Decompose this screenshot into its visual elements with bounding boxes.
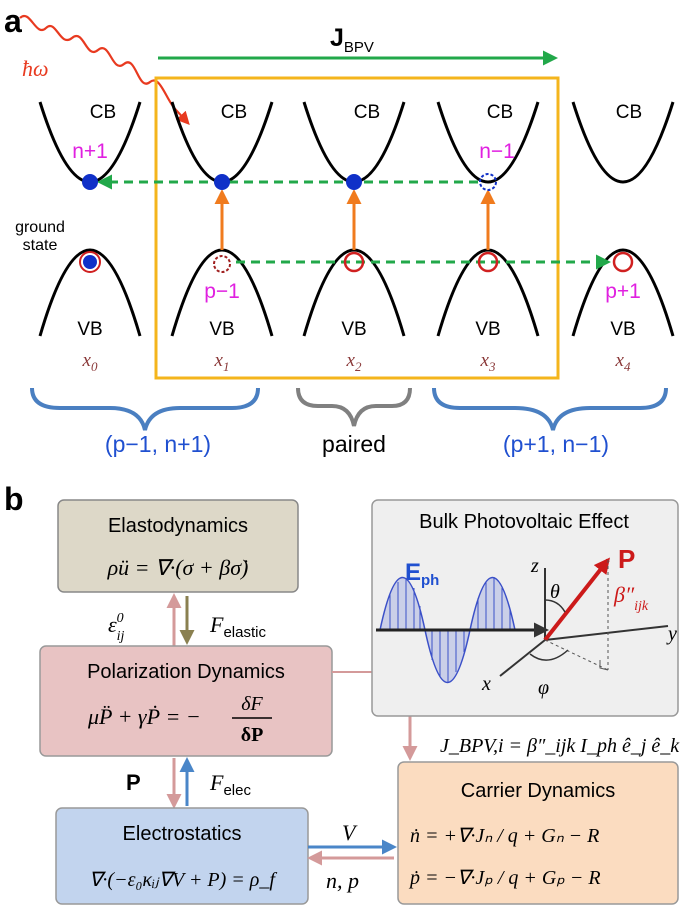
- polarization-title: Polarization Dynamics: [87, 661, 285, 683]
- y-axis-label: y: [666, 623, 677, 645]
- vb-label-3: VB: [475, 319, 500, 340]
- electron-2: [346, 174, 362, 190]
- electrostatics-title: Electrostatics: [123, 823, 242, 845]
- panel-a-label: a: [4, 3, 22, 39]
- x-axis-label: x: [481, 673, 491, 695]
- p-vector-label: P: [618, 544, 635, 574]
- electrostatics-equation: ∇·(−ε₀κᵢⱼ∇V + P) = ρ_f: [89, 869, 277, 891]
- theta-arc: [544, 599, 566, 613]
- eph-label: Eph: [405, 559, 439, 589]
- site-label-3: x3: [480, 350, 496, 374]
- cb-curve-3: [436, 101, 540, 184]
- supercell-box: [154, 76, 560, 380]
- brace-left: [30, 387, 260, 431]
- polarization-equation-den: δP: [241, 724, 264, 746]
- np-label: n, p: [326, 868, 359, 893]
- vb-label-4: VB: [610, 319, 635, 340]
- cb-curve-4: [571, 101, 675, 184]
- ground-state-electron: [83, 255, 97, 269]
- brace-right: [432, 387, 668, 431]
- jbpv-label: JBPV: [330, 24, 374, 56]
- vb-curve-0: [38, 248, 142, 337]
- hole-4: [612, 251, 634, 273]
- bpve-title: Bulk Photovoltaic Effect: [419, 511, 629, 533]
- polarization-equation-lhs: μP̈ + γṖ = −: [87, 704, 201, 729]
- p-label: P: [126, 770, 141, 795]
- hole-label-p-minus-1: p−1: [204, 280, 240, 303]
- site-label-0: x0: [82, 350, 98, 374]
- hole-2: [343, 251, 365, 273]
- photon-wave-icon: [19, 14, 190, 125]
- y-axis: [544, 625, 669, 641]
- electron-vacancy-3: [479, 173, 497, 191]
- theta-label: θ: [550, 581, 560, 603]
- elastodynamics-equation: ρü = ∇·(σ + βσ̇): [107, 555, 249, 580]
- elastodynamics-title: Elastodynamics: [108, 515, 248, 537]
- electron-label-n-minus-1: n−1: [479, 140, 515, 163]
- x-axis: [499, 639, 546, 677]
- vb-label-0: VB: [77, 319, 102, 340]
- electron-1: [214, 174, 230, 190]
- hole-ring-0: [79, 251, 101, 273]
- vb-label-2: VB: [341, 319, 366, 340]
- electron-0: [82, 174, 98, 190]
- v-label: V: [342, 820, 358, 845]
- vb-curve-1: [170, 248, 274, 337]
- ground-state-label-1: ground: [15, 219, 65, 236]
- cb-label-3: CB: [487, 102, 513, 123]
- valence-bands: [38, 248, 675, 337]
- z-axis-label: z: [530, 555, 539, 577]
- vb-curve-2: [302, 248, 406, 337]
- cb-label-1: CB: [221, 102, 247, 123]
- f-elastic-label: Felastic: [209, 612, 266, 641]
- hole-3: [477, 251, 499, 273]
- carrier-title: Carrier Dynamics: [461, 780, 615, 802]
- brace-mid: [296, 387, 412, 427]
- brace-mid-label: paired: [322, 431, 386, 457]
- polarization-dynamics-box: [39, 645, 333, 757]
- elastodynamics-box: [57, 499, 299, 593]
- vb-label-1: VB: [209, 319, 234, 340]
- right-angle-mark: [599, 660, 609, 671]
- carrier-dynamics-box: [397, 761, 679, 905]
- site-label-2: x2: [346, 350, 362, 374]
- carrier-equation-2: ṗ = −∇·Jₚ / q + Gₚ − R: [408, 867, 601, 889]
- beta-label: β″ijk: [613, 582, 649, 614]
- ground-state-label-2: state: [23, 237, 58, 254]
- f-elec-label: Felec: [209, 770, 251, 799]
- jbpv-formula: J_BPV,i = β″_ijk I_ph ê_j ê_k: [440, 735, 680, 757]
- site-label-4: x4: [615, 350, 631, 374]
- photon-label: ħω: [22, 56, 49, 81]
- electron-label-n-plus-1: n+1: [72, 140, 108, 163]
- eph-wave-hatching: [389, 578, 511, 682]
- p-vector: [543, 557, 610, 642]
- panel-b-label: b: [4, 481, 24, 517]
- brace-left-label: (p−1, n+1): [105, 431, 211, 457]
- cb-label-4: CB: [616, 102, 642, 123]
- cb-label-2: CB: [354, 102, 380, 123]
- hole-label-p-plus-1: p+1: [605, 280, 641, 303]
- polarization-equation-num: δF: [241, 693, 263, 715]
- vb-curve-3: [436, 248, 540, 337]
- brace-right-label: (p+1, n−1): [503, 431, 609, 457]
- carrier-equation-1: ṅ = +∇·Jₙ / q + Gₙ − R: [410, 825, 599, 847]
- phi-label: φ: [538, 677, 549, 699]
- vb-curve-4: [571, 248, 675, 337]
- cb-label-0: CB: [90, 102, 116, 123]
- phi-arc: [529, 649, 569, 661]
- site-label-1: x1: [214, 350, 230, 374]
- hole-vacancy-1: [213, 255, 231, 273]
